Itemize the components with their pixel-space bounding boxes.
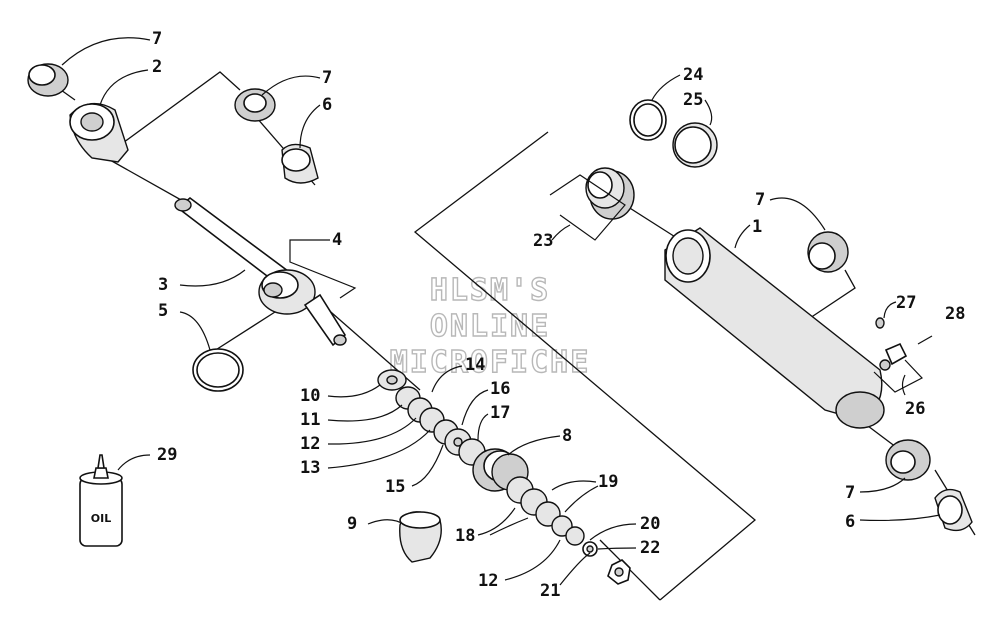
leader-lines	[61, 37, 941, 586]
part-24-25-seals	[629, 99, 718, 168]
callout-26: 26	[905, 399, 925, 419]
callout-8: 8	[562, 426, 572, 446]
callout-14: 14	[465, 355, 485, 375]
part-2-upper-eye	[27, 63, 129, 163]
callout-6: 6	[845, 512, 855, 532]
part-5-o-ring	[192, 348, 244, 392]
callout-16: 16	[490, 379, 510, 399]
part-7-6-lower-bushing	[885, 439, 973, 532]
callout-9: 9	[347, 514, 357, 534]
part-23-reservoir-cap	[549, 167, 635, 241]
callout-12: 12	[478, 571, 498, 591]
callout-25: 25	[683, 90, 703, 110]
watermark-line-2: ONLINE	[430, 309, 550, 344]
callout-7: 7	[845, 483, 855, 503]
callout-22: 22	[640, 538, 660, 558]
callout-7: 7	[152, 29, 162, 49]
callout-19: 19	[598, 472, 618, 492]
callout-10: 10	[300, 386, 320, 406]
callout-28: 28	[945, 304, 965, 324]
callout-23: 23	[533, 231, 553, 251]
callout-17: 17	[490, 403, 510, 423]
callout-1: 1	[752, 217, 762, 237]
part-26-27-28-fitting	[873, 317, 933, 393]
callout-15: 15	[385, 477, 405, 497]
part-3-shaft	[174, 196, 347, 347]
callout-20: 20	[640, 514, 660, 534]
callout-18: 18	[455, 526, 475, 546]
callout-13: 13	[300, 458, 320, 478]
callout-labels: 7 2 7 6 4 3 5 10 11 12 13 14 15 16 17 8 …	[152, 29, 965, 601]
callout-7: 7	[755, 190, 765, 210]
callout-21: 21	[540, 581, 560, 601]
callout-4: 4	[332, 230, 342, 250]
callout-24: 24	[683, 65, 703, 85]
part-29-oil-bottle: OIL	[79, 454, 123, 547]
watermark-line-1: HLSM'S	[430, 273, 550, 308]
callout-5: 5	[158, 301, 168, 321]
callout-3: 3	[158, 275, 168, 295]
part-1-shock-body	[664, 227, 885, 429]
part-7-right-bushing	[807, 231, 849, 273]
callout-29: 29	[157, 445, 177, 465]
part-9-ring	[399, 511, 442, 563]
shim-stack-lower	[506, 476, 631, 585]
watermark-line-3: MICROFICHE	[390, 345, 591, 380]
watermark: HLSM'S ONLINE MICROFICHE	[389, 272, 591, 380]
callout-2: 2	[152, 57, 162, 77]
part-7-6-upper-bushing	[234, 88, 319, 184]
shim-stack-upper	[377, 369, 486, 466]
callout-11: 11	[300, 410, 320, 430]
callout-12: 12	[300, 434, 320, 454]
callout-7: 7	[322, 68, 332, 88]
callout-6: 6	[322, 95, 332, 115]
oil-bottle-label: OIL	[91, 512, 111, 525]
callout-27: 27	[896, 293, 916, 313]
